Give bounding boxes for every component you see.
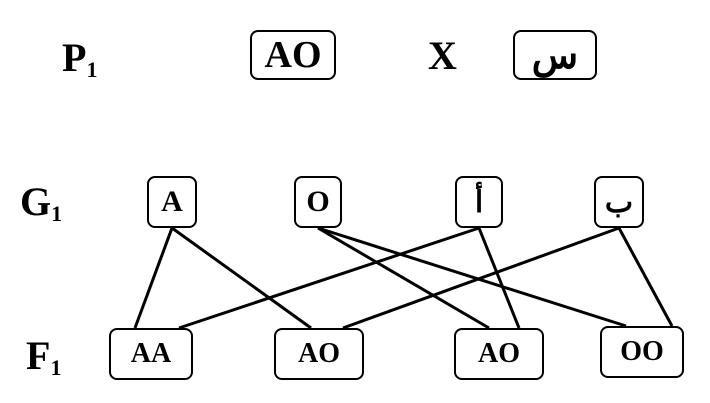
offspring-box-oo: OO	[600, 326, 684, 378]
cross-line	[317, 226, 490, 330]
p1-letter: P	[62, 35, 87, 80]
g1-letter: G	[20, 179, 52, 224]
cross-line	[133, 227, 174, 329]
f1-letter: F	[26, 333, 51, 378]
g1-label: G1	[20, 179, 62, 225]
cross-line	[317, 226, 627, 328]
offspring-box-ao-1: AO	[274, 328, 364, 380]
p1-label: P1	[62, 35, 97, 81]
f1-subscript: 1	[50, 355, 62, 380]
p1-subscript: 1	[86, 57, 98, 82]
offspring-box-aa: AA	[109, 328, 193, 380]
f1-label: F1	[26, 333, 61, 379]
gamete-box-ba: ب	[594, 176, 644, 228]
offspring-box-ao-2: AO	[454, 328, 544, 380]
cross-line	[617, 227, 674, 327]
cross-symbol: X	[428, 33, 457, 78]
cross-line	[178, 226, 480, 330]
cross-line	[171, 226, 312, 330]
cross-line	[342, 226, 620, 330]
parent-box-2: س	[513, 30, 597, 80]
gamete-box-alif: أ	[455, 176, 503, 228]
gamete-box-a: A	[147, 176, 197, 228]
parent-box-1: AO	[250, 30, 336, 80]
g1-subscript: 1	[51, 201, 63, 226]
gamete-box-o: O	[294, 176, 342, 228]
cross-line	[477, 227, 521, 329]
